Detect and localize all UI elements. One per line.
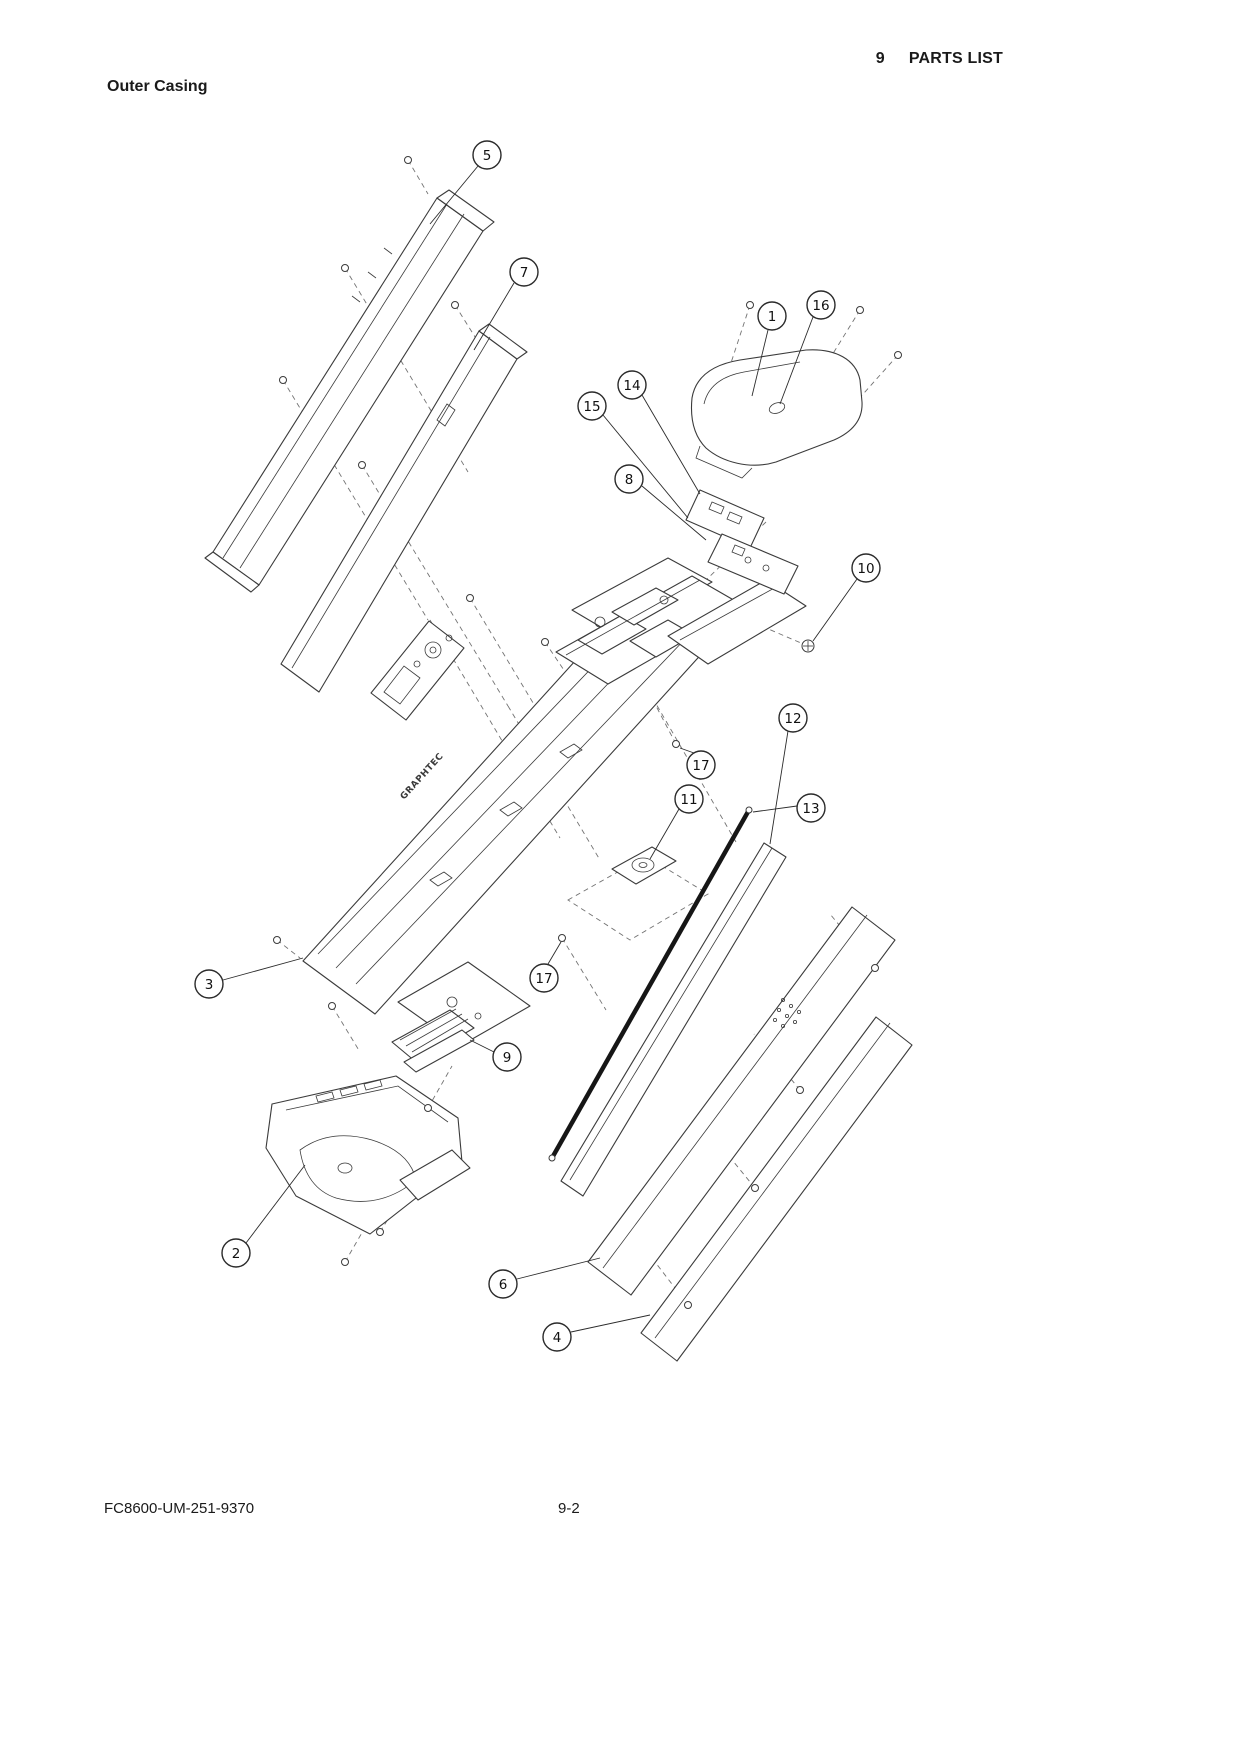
svg-text:8: 8 (625, 472, 634, 488)
callout-3: 3 (194, 957, 304, 999)
callout-14: 14 (617, 370, 701, 495)
svg-text:7: 7 (520, 265, 529, 281)
footer-page-number: 9-2 (558, 1500, 580, 1517)
svg-text:13: 13 (802, 801, 819, 817)
callout-9: 9 (469, 1039, 522, 1072)
callout-6: 6 (488, 1257, 601, 1299)
machine-logo: GRAPHTEC (399, 752, 446, 803)
part-front-cover (587, 906, 896, 1296)
svg-text:6: 6 (499, 1277, 508, 1293)
svg-text:16: 16 (812, 298, 829, 314)
part-front-panel (280, 323, 528, 693)
part-fan-unit (567, 846, 709, 941)
callout-17-lower: 17 (529, 941, 562, 993)
page-header: 9 PARTS LIST (876, 50, 1003, 68)
callout-7: 7 (473, 257, 539, 351)
callout-10: 10 (812, 553, 881, 642)
svg-text:12: 12 (784, 711, 801, 727)
svg-text:1: 1 (768, 309, 777, 325)
section-title: Outer Casing (107, 78, 208, 95)
part-left-cover (265, 1075, 471, 1235)
callout-5: 5 (429, 140, 502, 225)
svg-text:17: 17 (535, 971, 552, 987)
part-carriage-assembly (555, 557, 745, 685)
callout-11: 11 (649, 784, 704, 860)
svg-text:14: 14 (623, 378, 640, 394)
callout-1: 1 (751, 301, 787, 397)
svg-text:17: 17 (692, 758, 709, 774)
part-pcb-bracket (707, 533, 799, 595)
callout-12: 12 (769, 703, 808, 845)
svg-text:10: 10 (857, 561, 874, 577)
callout-16: 16 (779, 290, 836, 405)
svg-text:15: 15 (583, 399, 600, 415)
part-right-plate (667, 579, 807, 665)
callout-4: 4 (542, 1314, 651, 1352)
screws (273, 156, 902, 1309)
part-top-cover (204, 189, 495, 593)
footer-doc-number: FC8600-UM-251-9370 (104, 1500, 255, 1517)
callout-2: 2 (221, 1164, 306, 1268)
svg-text:3: 3 (205, 977, 214, 993)
svg-text:11: 11 (680, 792, 697, 808)
part-bracket (391, 1008, 475, 1073)
part-side-cover-right (690, 349, 863, 479)
svg-text:5: 5 (483, 148, 492, 164)
part-front-rail (560, 842, 787, 1197)
part-bottom-cover (640, 1016, 913, 1362)
callout-15: 15 (577, 391, 689, 519)
part-screw-10 (801, 639, 815, 653)
callout-8: 8 (614, 464, 707, 541)
part-cutting-strip (548, 806, 753, 1162)
part-control-panel (370, 620, 465, 721)
callout-17-upper: 17 (679, 747, 716, 780)
callout-13: 13 (752, 793, 826, 823)
chapter-title: PARTS LIST (908, 50, 1003, 67)
svg-text:2: 2 (232, 1246, 241, 1262)
svg-text:9: 9 (503, 1050, 512, 1066)
svg-text:4: 4 (553, 1330, 562, 1346)
chapter-number: 9 (875, 50, 885, 67)
